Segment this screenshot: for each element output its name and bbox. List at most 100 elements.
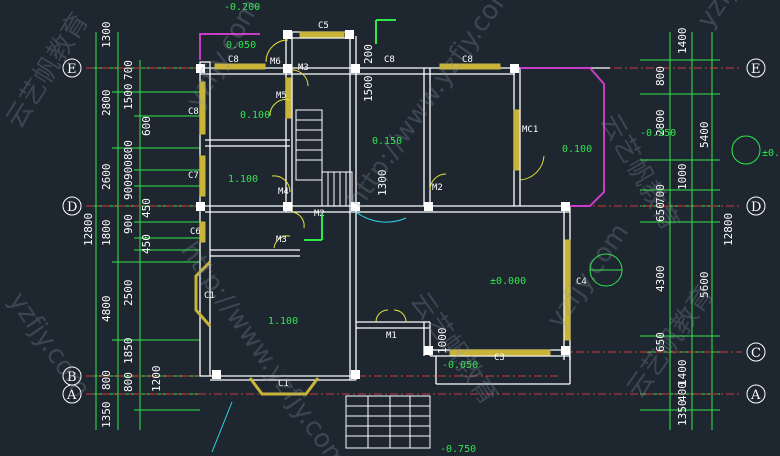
balcony-rail-top — [199, 33, 260, 60]
svg-text:C6: C6 — [190, 227, 201, 237]
stairs — [295, 109, 431, 449]
axis-bubbles — [62, 58, 766, 404]
opening-labels: C5 C8 M6 M3 C8 C8 M5 C8 MC1 C7 M4 M2 M2 … — [188, 21, 587, 389]
svg-text:200: 200 — [362, 44, 375, 64]
svg-text:0.150: 0.150 — [372, 136, 402, 147]
svg-text:M5: M5 — [276, 91, 287, 101]
svg-text:800: 800 — [122, 140, 135, 160]
axis-label-d-left: D — [67, 200, 77, 215]
svg-text:MC1: MC1 — [522, 125, 538, 135]
svg-text:M1: M1 — [386, 331, 397, 341]
svg-text:C1: C1 — [278, 379, 289, 389]
svg-text:800: 800 — [122, 372, 135, 392]
svg-text:yzfjy.com: yzfjy.com — [2, 287, 96, 403]
svg-text:M4: M4 — [278, 187, 289, 197]
svg-text:0.100: 0.100 — [240, 110, 270, 121]
svg-text:800: 800 — [654, 66, 667, 86]
mid-dimensions: 200 1500 1300 1000 — [362, 44, 449, 354]
svg-text:1.100: 1.100 — [268, 316, 298, 327]
axis-label-d-right: D — [751, 200, 761, 215]
svg-text:http://www.yzfjy.com: http://www.yzfjy.com — [174, 237, 354, 456]
svg-text:C5: C5 — [318, 21, 329, 31]
svg-text:-0.050: -0.050 — [442, 360, 478, 371]
svg-text:1350: 1350 — [100, 402, 113, 429]
right-dimensions: 1400 800 2800 1000 700 650 4300 650 1400… — [654, 28, 735, 427]
svg-text:http://www.yzfjy.com: http://www.yzfjy.com — [341, 0, 521, 214]
svg-text:450: 450 — [140, 198, 153, 218]
axis-label-e-right: E — [751, 62, 761, 77]
svg-text:C4: C4 — [576, 277, 587, 287]
svg-text:900: 900 — [122, 180, 135, 200]
svg-text:800: 800 — [100, 370, 113, 390]
svg-text:云艺帆教育: 云艺帆教育 — [621, 280, 720, 404]
svg-text:12800: 12800 — [722, 213, 735, 246]
svg-text:0.100: 0.100 — [562, 144, 592, 155]
svg-text:M6: M6 — [270, 57, 281, 67]
svg-text:±0.000: ±0.000 — [490, 276, 526, 287]
svg-text:M2: M2 — [432, 183, 443, 193]
svg-text:650: 650 — [654, 332, 667, 352]
axis-label-b-left: B — [67, 370, 77, 385]
svg-text:C8: C8 — [188, 107, 199, 117]
axis-label-c-right: C — [751, 346, 761, 361]
svg-text:1850: 1850 — [122, 338, 135, 365]
svg-text:C8: C8 — [228, 55, 239, 65]
svg-text:450: 450 — [140, 234, 153, 254]
svg-text:400: 400 — [676, 382, 689, 402]
svg-text:1500: 1500 — [122, 84, 135, 111]
doors — [265, 39, 545, 323]
svg-text:1200: 1200 — [150, 366, 163, 393]
svg-text:1400: 1400 — [676, 28, 689, 55]
svg-text:yzfjy: yzfjy — [691, 0, 750, 34]
svg-text:700: 700 — [122, 60, 135, 80]
svg-text:900: 900 — [122, 214, 135, 234]
svg-text:600: 600 — [140, 116, 153, 136]
entry-arc — [355, 211, 407, 223]
svg-text:1800: 1800 — [100, 220, 113, 247]
bay-window-c1-bottom — [248, 377, 320, 396]
svg-text:1500: 1500 — [362, 76, 375, 103]
svg-text:2600: 2600 — [100, 164, 113, 191]
svg-text:5400: 5400 — [698, 122, 711, 149]
svg-text:0.050: 0.050 — [226, 40, 256, 51]
svg-text:2800: 2800 — [654, 110, 667, 137]
axis-label-a-left: A — [66, 388, 77, 403]
axis-label-e-left: E — [67, 62, 77, 77]
svg-text:云艺帆教育: 云艺帆教育 — [404, 287, 503, 411]
svg-text:-0.750: -0.750 — [440, 444, 476, 455]
svg-text:C1: C1 — [204, 291, 215, 301]
svg-text:5600: 5600 — [698, 272, 711, 299]
svg-text:1400: 1400 — [676, 360, 689, 387]
svg-text:M2: M2 — [314, 209, 325, 219]
svg-text:1000: 1000 — [436, 328, 449, 355]
svg-text:650: 650 — [654, 202, 667, 222]
svg-text:1.100: 1.100 — [228, 174, 258, 185]
svg-text:C8: C8 — [462, 55, 473, 65]
svg-text:1300: 1300 — [376, 170, 389, 197]
svg-text:C7: C7 — [188, 171, 199, 181]
svg-text:4300: 4300 — [654, 266, 667, 293]
svg-text:±0.: ±0. — [762, 148, 780, 159]
level-datum — [731, 135, 761, 165]
svg-text:yzfjy.com: yzfjy.com — [180, 0, 266, 113]
svg-text:900: 900 — [122, 160, 135, 180]
level-marks: -0.200 0.050 0.100 0.150 0.100 1.100 1.1… — [224, 2, 780, 455]
svg-text:2800: 2800 — [100, 90, 113, 117]
balcony-rail — [520, 67, 605, 207]
svg-text:C3: C3 — [494, 353, 505, 363]
left-dimensions: 1300 700 1500 600 800 900 900 450 900 45… — [82, 22, 163, 429]
walls — [199, 31, 610, 385]
svg-text:M3: M3 — [276, 235, 287, 245]
svg-text:-0.200: -0.200 — [224, 2, 260, 13]
windows — [199, 31, 571, 356]
svg-text:4800: 4800 — [100, 296, 113, 323]
svg-text:C8: C8 — [384, 55, 395, 65]
columns — [196, 30, 570, 379]
axis-label-a-right: A — [750, 388, 761, 403]
svg-text:1000: 1000 — [676, 164, 689, 191]
svg-text:-0.250: -0.250 — [640, 128, 676, 139]
svg-text:M3: M3 — [298, 63, 309, 73]
svg-text:1300: 1300 — [100, 22, 113, 49]
svg-text:12800: 12800 — [82, 213, 95, 246]
